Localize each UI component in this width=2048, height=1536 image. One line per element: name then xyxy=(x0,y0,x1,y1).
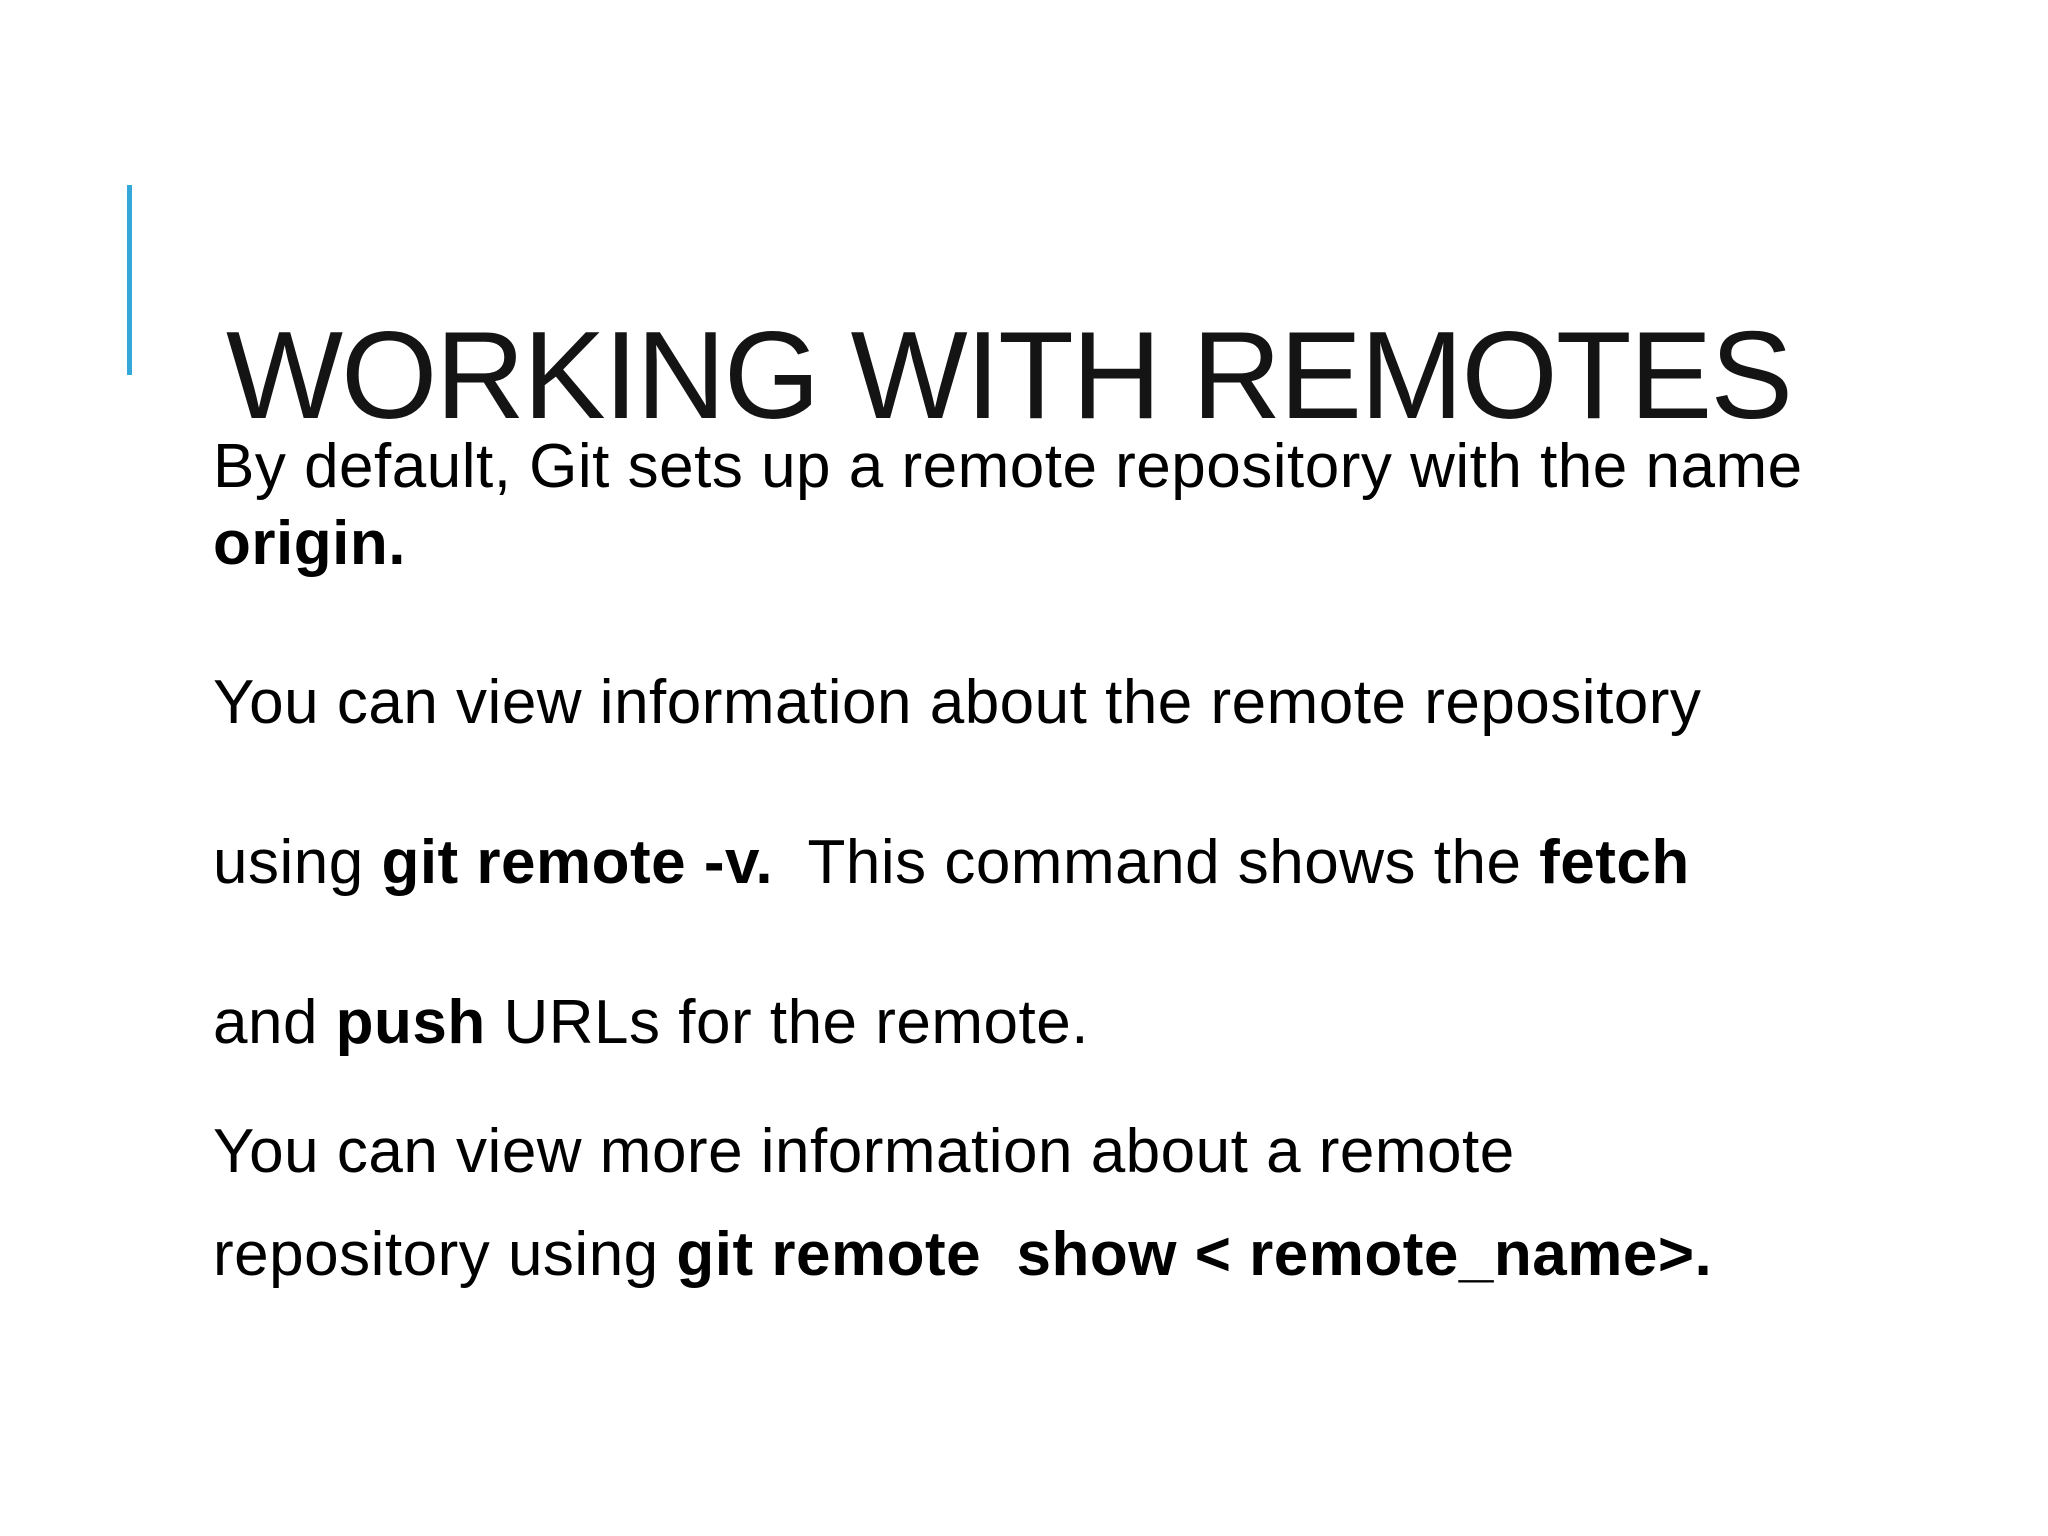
text-line: You can view information about the remot… xyxy=(213,668,1702,737)
text-line: and push URLs for the remote. xyxy=(213,988,1089,1057)
text-line: repository using git remote show < remot… xyxy=(213,1220,1713,1289)
slide-title: WORKING WITH REMOTES xyxy=(226,307,1793,446)
paragraph-git-remote-show: You can view more information about a re… xyxy=(213,1100,1973,1306)
text-line: origin. xyxy=(213,509,406,578)
text-line: You can view more information about a re… xyxy=(213,1117,1515,1186)
paragraph-default-origin: By default, Git sets up a remote reposit… xyxy=(213,428,1973,582)
paragraph-git-remote-v: You can view information about the remot… xyxy=(213,623,1973,1103)
text-line: using git remote -v. This command shows … xyxy=(213,828,1690,897)
title-accent-bar xyxy=(127,185,132,375)
text-line: By default, Git sets up a remote reposit… xyxy=(213,432,1803,501)
